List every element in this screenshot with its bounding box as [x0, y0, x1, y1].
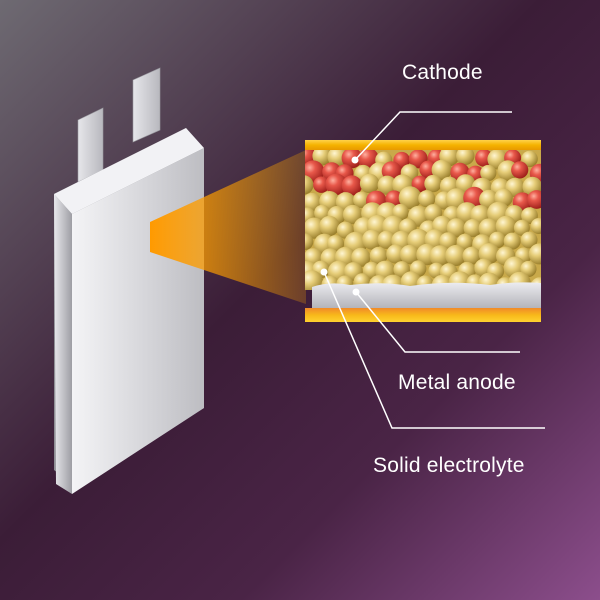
electrolyte-particle [456, 150, 475, 166]
electrolyte-particle [305, 217, 325, 239]
cross-section [305, 140, 541, 322]
anode-leader [355, 291, 520, 353]
electrolyte-particle [480, 164, 497, 182]
electrolyte-particle [456, 233, 473, 251]
zoom-beam [150, 150, 306, 304]
electrolyte-particle [424, 174, 442, 193]
electrolyte-particle [351, 247, 371, 267]
electrolyte-particle [520, 231, 538, 249]
electrolyte-particle [353, 191, 370, 208]
electrolyte-leader [323, 271, 545, 429]
metal-anode-label: Metal anode [398, 371, 516, 394]
electrolyte-particle [495, 215, 517, 237]
cathode-particle [313, 176, 330, 193]
cathode-label: Cathode [402, 61, 483, 84]
electrolyte-particle [359, 173, 380, 194]
cathode-particle [325, 173, 348, 196]
electrolyte-particle [445, 244, 467, 267]
metal-anode-layer [312, 282, 541, 308]
electrolyte-particle [305, 175, 314, 195]
electrolyte-particle [530, 218, 541, 234]
electrolyte-particle [503, 232, 521, 250]
electrolyte-particle [377, 175, 397, 195]
electrolyte-particle [326, 235, 345, 253]
leader-lines [320, 111, 545, 429]
electrolyte-particle [521, 150, 538, 168]
electrolyte-particle [463, 219, 482, 238]
electrolyte-particle [362, 229, 383, 250]
electrolyte-particle [513, 219, 530, 236]
cathode-particle [511, 161, 529, 179]
bottom-current-collector [305, 308, 541, 322]
electrolyte-particle [431, 159, 452, 180]
electrolyte-particle [319, 215, 340, 236]
cathode-leader [354, 111, 512, 161]
electrolyte-particle [528, 243, 541, 265]
electrolyte-particle [418, 190, 436, 208]
particle-layer [305, 150, 541, 290]
electrolyte-particle [462, 246, 481, 265]
electrolyte-particle [398, 186, 422, 210]
cathode-particle [341, 175, 363, 196]
electrolyte-particle [429, 245, 451, 267]
electrolyte-particle [305, 270, 324, 290]
electrolyte-particle [399, 244, 420, 265]
electrolyte-particle [305, 233, 314, 250]
electrolyte-particle [446, 218, 466, 238]
electrolyte-particle [369, 246, 388, 265]
top-current-collector [305, 140, 541, 150]
solid-electrolyte-label: Solid electrolyte [373, 454, 525, 477]
cathode-particle [527, 190, 541, 209]
electrolyte-particle [362, 261, 381, 279]
electrolyte-particle [386, 244, 406, 264]
electrolyte-particle [377, 230, 396, 249]
